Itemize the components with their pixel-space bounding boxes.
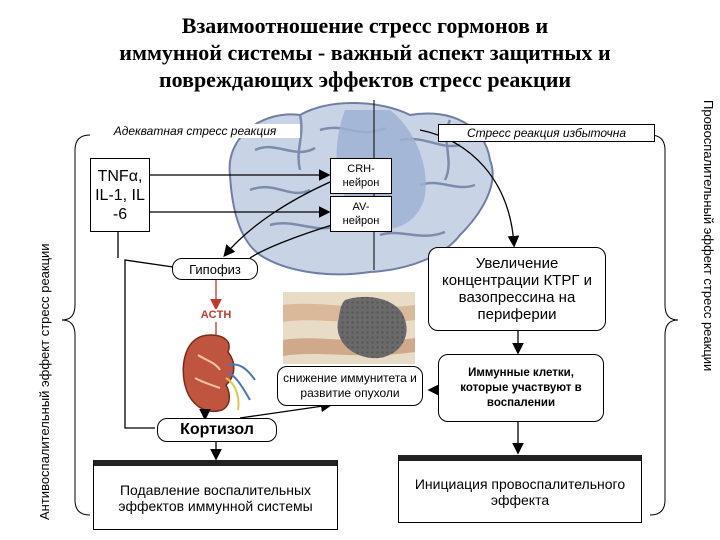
left-brace: [61, 134, 91, 516]
pituitary-box: Гипофиз: [172, 258, 258, 280]
cytokines-box: TNFα, IL-1, IL -6: [90, 158, 150, 232]
slide-title: Взаимоотношение стресс гормонов и иммунн…: [40, 12, 690, 93]
immunity-label: снижение иммунитета и развитие опухоли: [283, 371, 417, 400]
increase-label: Увеличение концентрации КТРГ и вазопресс…: [441, 255, 593, 323]
cortisol-label: Кортизол: [180, 421, 254, 438]
crh-neuron-box: CRH- нейрон: [330, 158, 392, 194]
right-brace: [649, 134, 679, 516]
immune-cells-box: Иммунные клетки, которые участвуют в вос…: [438, 354, 604, 422]
header-excessive: Стресс реакция избыточна: [438, 124, 655, 142]
cortisol-box: Кортизол: [157, 418, 277, 442]
increase-box: Увеличение концентрации КТРГ и вазопресс…: [428, 247, 606, 331]
tissue-tumor-illustration: [283, 292, 415, 364]
title-line-2: иммунной системы - важный аспект защитны…: [119, 40, 611, 65]
av-line-1: AV-: [352, 201, 370, 213]
suppression-box: Подавление воспалительных эффектов иммун…: [93, 460, 338, 530]
header-adequate: Адекватная стресс реакция: [90, 124, 300, 138]
kidney-illustration: [182, 334, 256, 412]
suppression-label: Подавление воспалительных эффектов иммун…: [118, 481, 313, 514]
crh-line-1: CRH-: [347, 163, 375, 175]
pituitary-label: Гипофиз: [189, 261, 241, 277]
immunity-box: снижение иммунитета и развитие опухоли: [277, 366, 423, 406]
cytokines-label: TNFα, IL-1, IL -6: [95, 167, 145, 223]
av-line-2: нейрон: [342, 215, 380, 227]
arrows: [117, 129, 524, 461]
crh-line-2: нейрон: [342, 177, 380, 189]
initiation-label: Инициация провоспалительного эффекта: [414, 475, 626, 508]
av-neuron-box: AV- нейрон: [330, 196, 392, 232]
immune-cells-label: Иммунные клетки, которые участвуют в вос…: [460, 366, 582, 409]
acth-label: ACTH: [188, 309, 244, 321]
title-line-1: Взаимоотношение стресс гормонов и: [181, 13, 549, 38]
initiation-box: Инициация провоспалительного эффекта: [398, 455, 642, 523]
title-line-3: повреждающих эффектов стресс реакции: [158, 67, 572, 92]
